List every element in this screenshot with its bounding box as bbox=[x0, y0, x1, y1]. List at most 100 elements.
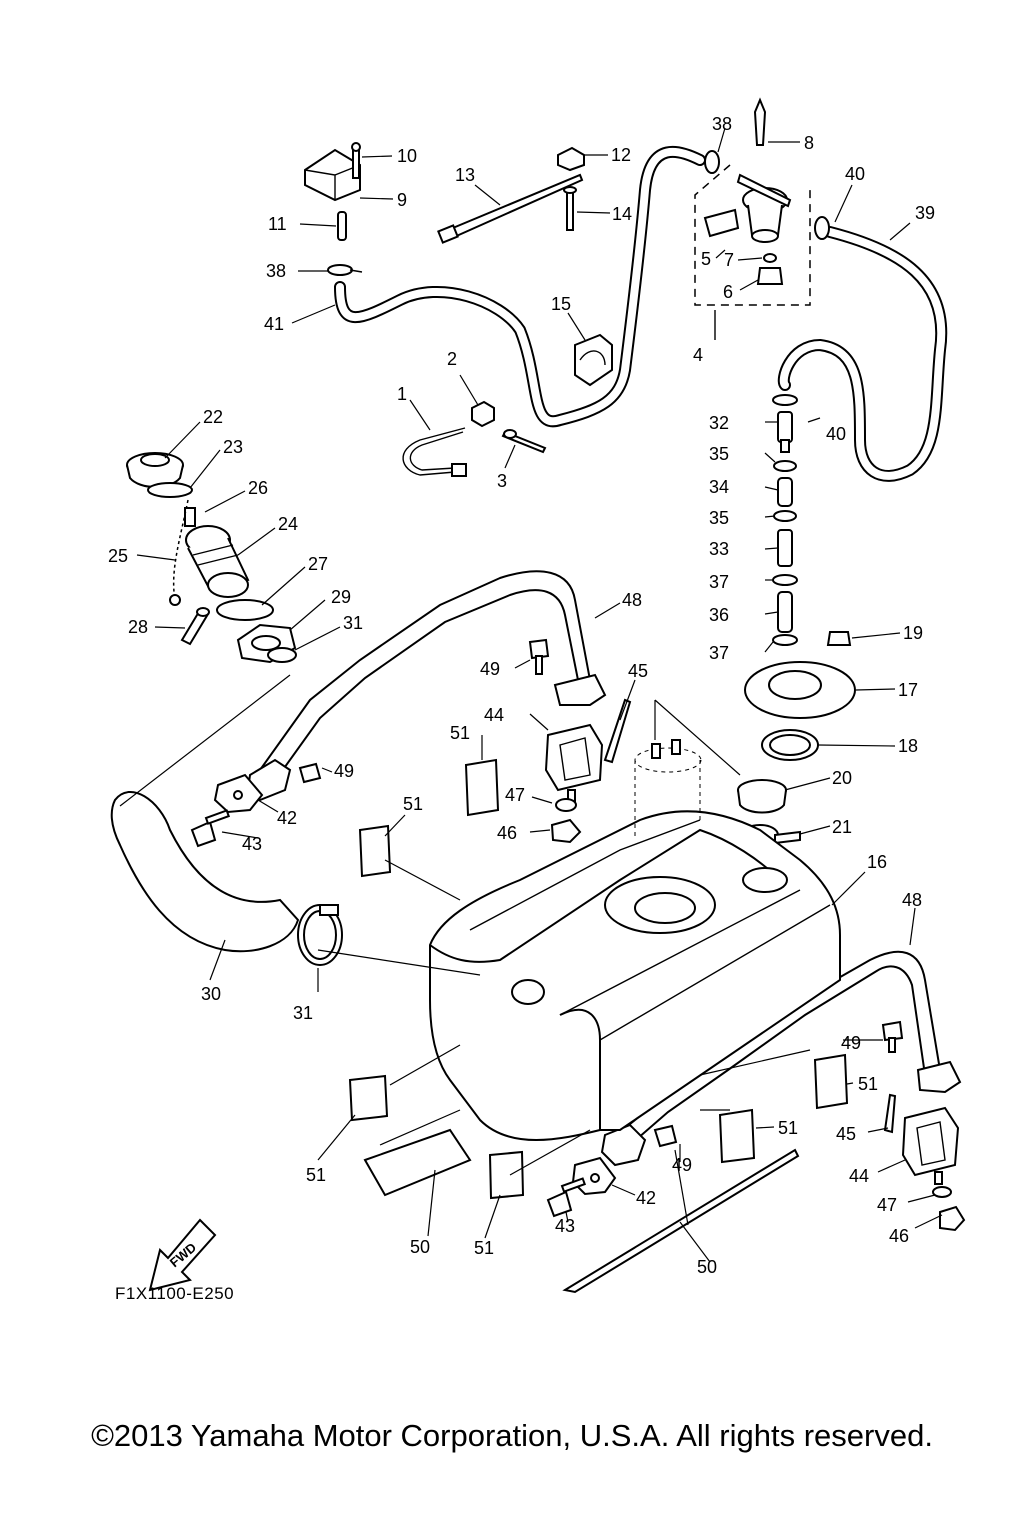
bolt-49-d bbox=[881, 1020, 904, 1053]
bolt-49-b bbox=[298, 762, 322, 784]
pin-3 bbox=[501, 429, 547, 454]
label-4: 4 bbox=[693, 345, 703, 365]
fuel-filter bbox=[736, 173, 792, 243]
label-48-right: 48 bbox=[902, 890, 922, 910]
mount-44-left bbox=[544, 723, 604, 803]
label-42-right: 42 bbox=[636, 1188, 656, 1208]
breather-hose-39 bbox=[777, 226, 948, 482]
gasket-27 bbox=[216, 599, 274, 621]
label-22: 22 bbox=[203, 407, 223, 427]
label-45-left: 45 bbox=[628, 661, 648, 681]
clamp-35-lower bbox=[773, 510, 797, 522]
label-32: 32 bbox=[709, 413, 729, 433]
gasket-23 bbox=[147, 482, 193, 498]
pin-45-right bbox=[883, 1093, 897, 1134]
rivet-14 bbox=[563, 186, 577, 231]
clamp-37-upper bbox=[772, 574, 798, 586]
label-35-upper: 35 bbox=[709, 444, 729, 464]
label-14: 14 bbox=[612, 204, 632, 224]
label-42-left: 42 bbox=[277, 808, 297, 828]
label-15: 15 bbox=[551, 294, 571, 314]
label-38-right: 38 bbox=[712, 114, 732, 134]
label-51-a: 51 bbox=[450, 723, 470, 743]
label-43-right: 43 bbox=[555, 1216, 575, 1236]
cable-tie-1 bbox=[402, 427, 467, 477]
label-50-right: 50 bbox=[697, 1257, 717, 1277]
label-35-lower: 35 bbox=[709, 508, 729, 528]
pin-45-left bbox=[603, 698, 632, 764]
label-46-left: 46 bbox=[497, 823, 517, 843]
clamp-38-right bbox=[704, 150, 720, 174]
clamp-40-upper bbox=[814, 216, 830, 240]
label-6: 6 bbox=[723, 282, 733, 302]
filler-neck-24 bbox=[185, 525, 250, 598]
label-36: 36 bbox=[709, 605, 729, 625]
washer-47-left bbox=[555, 798, 577, 812]
label-44-left: 44 bbox=[484, 705, 504, 725]
leader-lines bbox=[119, 127, 943, 1263]
label-24: 24 bbox=[278, 514, 298, 534]
block-42-left bbox=[213, 773, 264, 814]
label-16: 16 bbox=[867, 852, 887, 872]
label-28: 28 bbox=[128, 617, 148, 637]
pin-11 bbox=[337, 211, 347, 241]
filter-assembly-box-4 bbox=[694, 164, 811, 340]
fwd-arrow-icon: FWD bbox=[148, 1218, 217, 1292]
hose-36 bbox=[777, 591, 793, 633]
flange-17 bbox=[744, 661, 856, 719]
pad-51-f bbox=[813, 1053, 849, 1110]
part-labels: 10 9 11 38 41 13 12 14 15 1 2 3 38 8 40 … bbox=[108, 114, 935, 1277]
bolt-43-right bbox=[546, 1177, 587, 1218]
label-51-d: 51 bbox=[474, 1238, 494, 1258]
clip-12 bbox=[557, 146, 585, 172]
nut-19 bbox=[826, 631, 852, 646]
fitting-33 bbox=[777, 529, 793, 567]
label-51-f: 51 bbox=[858, 1074, 878, 1094]
bolt-49-c bbox=[653, 1124, 678, 1148]
label-38-left: 38 bbox=[266, 261, 286, 281]
strap-48-right bbox=[600, 950, 962, 1167]
strip-50-left bbox=[363, 1128, 472, 1197]
cable-tie-13 bbox=[437, 173, 584, 244]
label-17: 17 bbox=[898, 680, 918, 700]
label-47-right: 47 bbox=[877, 1195, 897, 1215]
label-49-d: 49 bbox=[841, 1033, 861, 1053]
nut-6 bbox=[756, 267, 784, 285]
label-23: 23 bbox=[223, 437, 243, 457]
label-2: 2 bbox=[447, 349, 457, 369]
label-31-lower: 31 bbox=[293, 1003, 313, 1023]
chain-25 bbox=[169, 499, 189, 606]
bracket-9 bbox=[304, 148, 361, 202]
label-40-lower: 40 bbox=[826, 424, 846, 444]
screw-26 bbox=[184, 507, 196, 527]
label-31-upper: 31 bbox=[343, 613, 363, 633]
cap-22 bbox=[126, 452, 184, 488]
screw-10 bbox=[351, 142, 361, 179]
label-21: 21 bbox=[832, 817, 852, 837]
label-49-a: 49 bbox=[480, 659, 500, 679]
cap-20 bbox=[737, 779, 787, 814]
hose-30 bbox=[110, 790, 300, 953]
label-37-upper: 37 bbox=[709, 572, 729, 592]
label-7: 7 bbox=[724, 250, 734, 270]
pad-51-a bbox=[464, 758, 500, 817]
fuel-pump-outline bbox=[634, 739, 702, 840]
label-43-left: 43 bbox=[242, 834, 262, 854]
label-41: 41 bbox=[264, 314, 284, 334]
label-47-left: 47 bbox=[505, 785, 525, 805]
bolt-43-left bbox=[190, 809, 231, 848]
label-9: 9 bbox=[397, 190, 407, 210]
label-45-right: 45 bbox=[836, 1124, 856, 1144]
nut-46-left bbox=[550, 818, 582, 844]
label-34: 34 bbox=[709, 477, 729, 497]
clamp-37-lower bbox=[772, 634, 798, 646]
washer-47-right bbox=[932, 1186, 952, 1198]
label-51-e: 51 bbox=[778, 1118, 798, 1138]
clamp-31-lower bbox=[297, 904, 343, 966]
label-40-upper: 40 bbox=[845, 164, 865, 184]
label-51-b: 51 bbox=[403, 794, 423, 814]
label-49-c: 49 bbox=[672, 1155, 692, 1175]
screw-8 bbox=[753, 97, 767, 146]
label-5: 5 bbox=[701, 249, 711, 269]
